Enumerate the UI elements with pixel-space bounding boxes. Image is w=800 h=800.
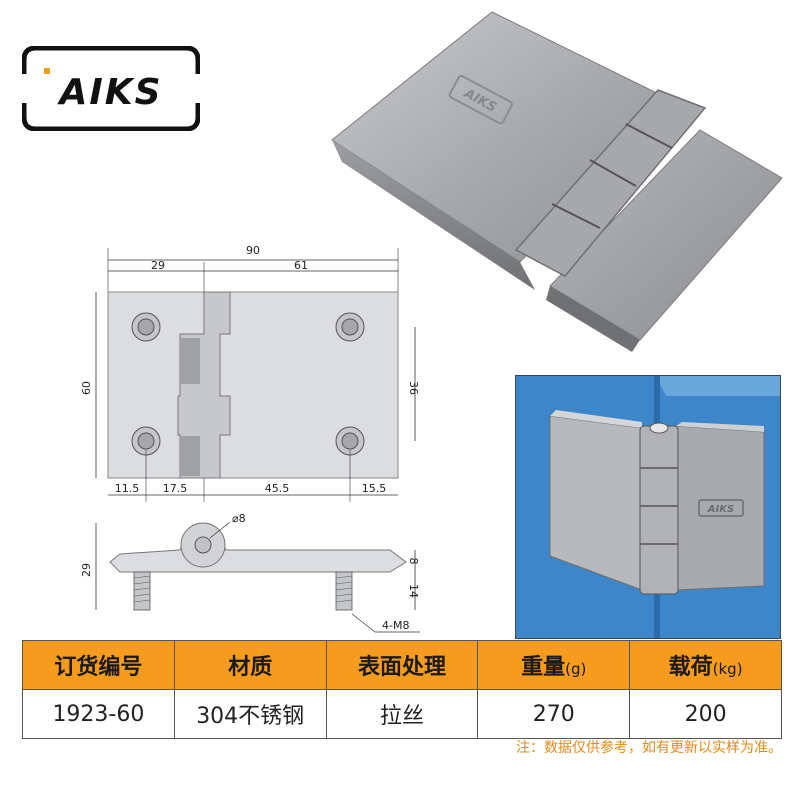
dim-thread: 4-M8 [382,619,409,632]
header-material: 材质 [173,640,327,690]
table-header-row: 订货编号 材质 表面处理 重量(g) 载荷(kg) [22,640,782,690]
dim-thickness: 8 [407,558,420,565]
dim-left-width: 29 [151,259,165,272]
dim-hole-spacing: 36 [407,381,420,395]
dim-total-width: 90 [246,244,260,257]
cell-surface: 拉丝 [325,689,479,739]
dim-bottom-2: 17.5 [163,482,188,495]
dim-bottom-1: 11.5 [115,482,140,495]
cell-order-number: 1923-60 [22,689,175,739]
logo-text: AIKS [56,72,162,113]
header-load: 载荷(kg) [629,640,782,690]
install-logo-text: AIKS [707,504,734,515]
brand-logo: AIKS [21,45,201,132]
cell-material: 304不锈钢 [173,689,327,739]
dim-bottom-3: 45.5 [265,482,290,495]
header-surface: 表面处理 [325,640,479,690]
cell-weight: 270 [477,689,631,739]
dim-bottom-4: 15.5 [362,482,387,495]
header-order-number: 订货编号 [22,640,175,690]
table-row: 1923-60 304不锈钢 拉丝 270 200 [22,689,782,739]
cell-load: 200 [629,689,782,739]
disclaimer-note: 注：数据仅供参考，如有更新以实样为准。 [516,740,782,756]
spec-table: 订货编号 材质 表面处理 重量(g) 载荷(kg) 1923-60 304不锈钢… [22,640,782,739]
dim-height: 60 [80,381,93,395]
product-render: AIKS [320,0,790,360]
header-weight: 重量(g) [477,640,631,690]
installation-illustration: AIKS [515,375,781,639]
technical-drawing: 90 29 61 60 36 11.5 17.5 45.5 [70,240,450,640]
dim-side-height: 29 [80,563,93,577]
dim-stud-length: 14 [407,584,420,598]
dim-right-width: 61 [294,259,308,272]
dim-pin-diameter: ⌀8 [232,512,246,525]
